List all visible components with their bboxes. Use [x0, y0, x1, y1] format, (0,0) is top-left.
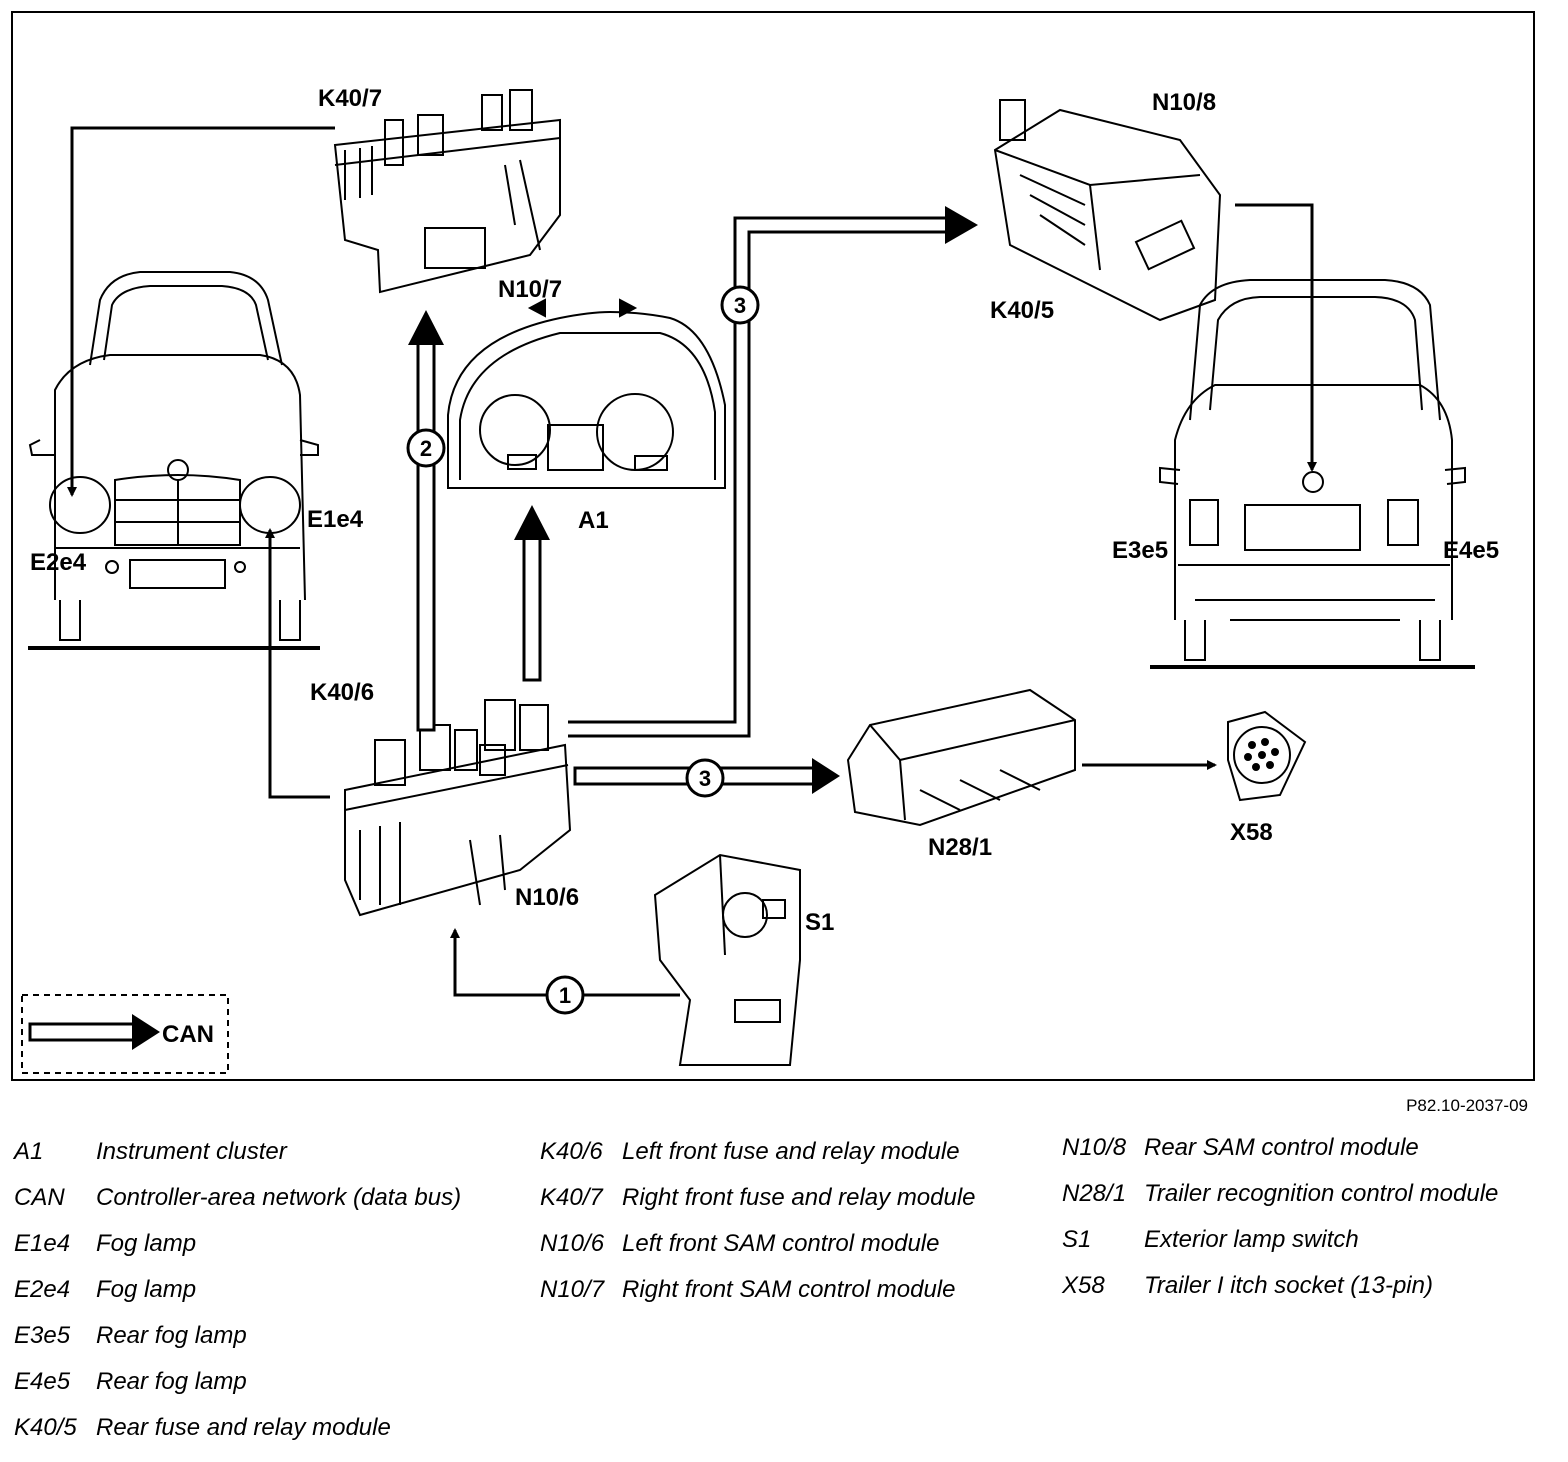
legend-code: E1e4: [14, 1230, 71, 1257]
label-k40-5: K40/5: [990, 297, 1054, 324]
legend-desc: Controller-area network (data bus): [96, 1184, 462, 1211]
legend-code: CAN: [14, 1184, 65, 1211]
can-arrow-to-n10-7: [408, 310, 444, 732]
label-e2e4: E2e4: [30, 549, 87, 576]
legend-desc: Rear fuse and relay module: [96, 1414, 391, 1441]
legend-desc: Exterior lamp switch: [1144, 1226, 1359, 1253]
legend-code: N10/8: [1062, 1134, 1127, 1161]
wire-k40-7-to-e2e4: [67, 126, 335, 497]
label-e1e4: E1e4: [307, 506, 364, 533]
label-a1: A1: [578, 507, 609, 534]
legend-desc: Fog lamp: [96, 1230, 197, 1257]
exterior-lamp-switch-illustration: [653, 853, 801, 1066]
legend-code: X58: [1062, 1272, 1105, 1299]
legend-code: E4e5: [14, 1368, 71, 1395]
right-front-sam-module-illustration: [333, 89, 561, 294]
svg-text:3: 3: [699, 766, 711, 791]
legend-code: K40/7: [540, 1184, 603, 1211]
legend-code: K40/6: [540, 1138, 603, 1165]
step-circle-2: 2: [406, 428, 446, 468]
svg-text:2: 2: [420, 436, 432, 461]
legend-desc: Right front fuse and relay module: [622, 1184, 976, 1211]
wire-k40-6-to-e1e4: [265, 528, 330, 799]
legend-desc: Rear fog lamp: [96, 1322, 247, 1349]
label-e4e5: E4e5: [1443, 537, 1499, 564]
wire-n10-8-to-e3e5-e4e5: [1235, 203, 1317, 472]
step-circle-3-top: 3: [720, 285, 760, 325]
wiring-diagram: 2 3 3 1 CAN K40/7 N10/7 N10/8 K40/5 A1 E…: [11, 11, 1535, 1081]
legend-desc: Trailer recognition control module: [1144, 1180, 1499, 1207]
front-car-illustration: [28, 271, 319, 641]
instrument-cluster-illustration: [447, 298, 726, 489]
label-n10-6: N10/6: [515, 884, 579, 911]
trailer-hitch-socket-illustration: [1227, 710, 1307, 802]
step-circle-3-mid: 3: [685, 758, 725, 798]
legend-desc: Instrument cluster: [96, 1138, 287, 1165]
can-key-box: CAN: [21, 994, 229, 1074]
legend-code: E2e4: [14, 1276, 71, 1303]
label-e3e5: E3e5: [1112, 537, 1168, 564]
step-circle-1: 1: [545, 975, 585, 1015]
label-s1: S1: [805, 909, 834, 936]
legend-code: E3e5: [14, 1322, 71, 1349]
legend-desc: Trailer I itch socket (13-pin): [1144, 1272, 1433, 1299]
legend-code: N10/6: [540, 1230, 605, 1257]
can-arrow-to-n10-8: [568, 206, 978, 738]
legend-code: A1: [14, 1138, 44, 1165]
legend-code: N28/1: [1062, 1180, 1127, 1207]
svg-text:1: 1: [559, 983, 571, 1008]
figure-reference: P82.10-2037-09: [1406, 1096, 1528, 1115]
label-k40-6: K40/6: [310, 679, 374, 706]
svg-text:3: 3: [734, 293, 746, 318]
label-n28-1: N28/1: [928, 834, 992, 861]
legend-desc: Left front SAM control module: [622, 1230, 940, 1257]
label-n10-7: N10/7: [498, 276, 562, 303]
label-n10-8: N10/8: [1152, 89, 1216, 116]
can-arrow-to-a1: [514, 505, 550, 682]
left-front-sam-module-illustration: [344, 699, 572, 917]
legend-code: S1: [1062, 1226, 1092, 1253]
legend-desc: Rear fog lamp: [96, 1368, 247, 1395]
legend-code: N10/7: [540, 1276, 605, 1303]
rear-sam-module-illustration: [993, 99, 1222, 322]
legend: A1 Instrument cluster CAN Controller-area …: [0, 1130, 1568, 1460]
wire-s1-to-n10-6: [450, 928, 680, 997]
legend-desc: Left front fuse and relay module: [622, 1138, 960, 1165]
diagram-frame: [11, 11, 1535, 1081]
rear-car-illustration: [1159, 279, 1466, 661]
legend-desc: Rear SAM control module: [1144, 1134, 1419, 1161]
label-k40-7: K40/7: [318, 85, 382, 112]
legend-desc: Right front SAM control module: [622, 1276, 956, 1303]
trailer-recognition-module-illustration: [846, 688, 1076, 827]
legend-code: K40/5: [14, 1414, 77, 1441]
can-key-label: CAN: [162, 1021, 214, 1048]
legend-desc: Fog lamp: [96, 1276, 197, 1303]
label-x58: X58: [1230, 819, 1273, 846]
